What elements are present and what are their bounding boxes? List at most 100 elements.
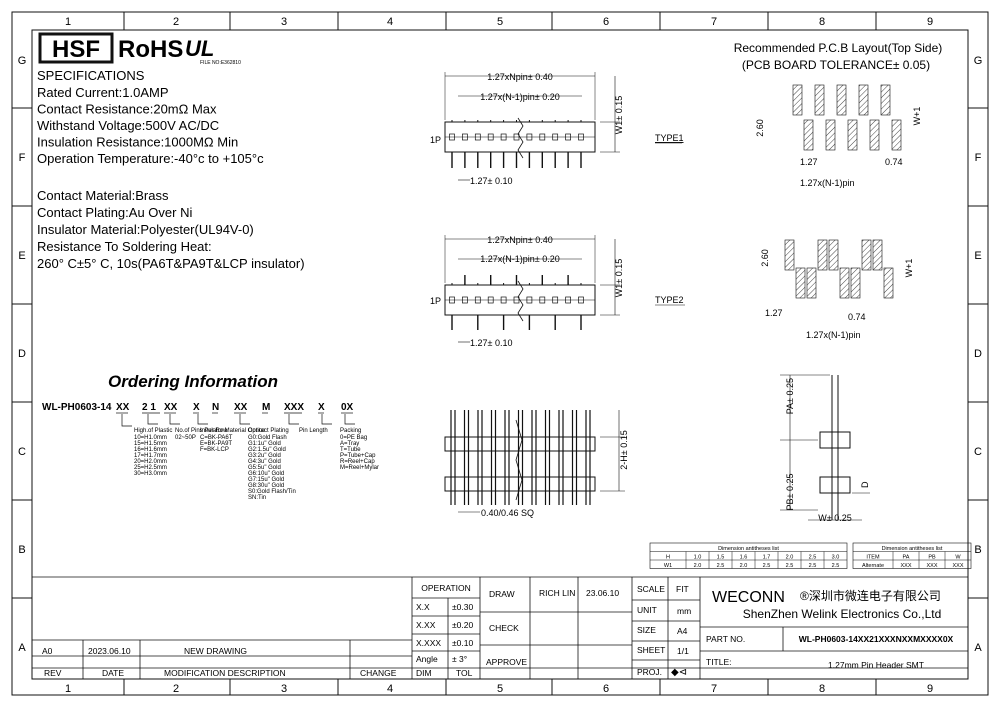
dim-table-cell: 2.5 [786, 563, 794, 569]
svg-text:RICH LIN: RICH LIN [539, 588, 575, 598]
hsf-logo: HSF [38, 32, 114, 64]
dim-table-cell: XXX [926, 563, 937, 569]
svg-text:1.27x(N-1)pin: 1.27x(N-1)pin [800, 178, 855, 188]
svg-text:0.74: 0.74 [848, 312, 866, 322]
svg-text:OPERATION: OPERATION [421, 583, 470, 593]
svg-text:APPROVE: APPROVE [486, 657, 527, 667]
svg-text:W+1: W+1 [912, 107, 922, 126]
svg-text:WL-PH0603-14XX21XXXNXXMXXXX0X: WL-PH0603-14XX21XXXNXXMXXXX0X [799, 634, 954, 644]
order-note-option: R=Reel+Cap [340, 459, 375, 465]
type1-pitch-total-dim: 1.27x(N-1)pin± 0.20 [480, 92, 559, 102]
grid-row-label-left: D [18, 348, 26, 360]
order-note-option: S0:Gold Flash/Tin [248, 489, 296, 495]
spec-line: Insulation Resistance:1000MΩ Min [37, 135, 238, 150]
dim-table-cell: H [666, 555, 670, 561]
dim-table-cell: 1.7 [763, 555, 771, 561]
grid-row-label-right: E [974, 250, 981, 262]
type2-w1-dim: W1± 0.15 [614, 259, 624, 297]
spec-line: Withstand Voltage:500V AC/DC [37, 118, 219, 133]
svg-text:FIT: FIT [676, 584, 689, 594]
grid-col-label-bottom: 9 [927, 683, 933, 695]
svg-text:X.XXX: X.XXX [416, 638, 441, 648]
svg-text:±0.20: ±0.20 [452, 620, 473, 630]
dim-table-cell: 3.0 [832, 555, 840, 561]
svg-text:DRAW: DRAW [489, 589, 515, 599]
spec-lines: Rated Current:1.0AMP Contact Resistance:2… [37, 85, 264, 166]
order-note-option: G5:5u" Gold [248, 465, 281, 471]
grid-row-label-left: B [18, 544, 25, 556]
order-note-title: No.of Pins Per Row [175, 428, 228, 434]
svg-text:W+1: W+1 [904, 259, 914, 278]
order-note-option: M=Reel+Mylar [340, 465, 379, 471]
inner-border [31, 29, 969, 680]
svg-text:± 3°: ± 3° [452, 654, 467, 664]
grid-row-label-left: G [18, 55, 27, 67]
grid-col-label-top: 1 [65, 16, 71, 28]
spec-line: Rated Current:1.0AMP [37, 85, 169, 100]
order-note-option: 0=PE Bag [340, 435, 367, 441]
svg-text:2023.06.10: 2023.06.10 [88, 646, 131, 656]
material-line: Contact Material:Brass [37, 188, 169, 203]
svg-text:23.06.10: 23.06.10 [586, 588, 619, 598]
grid-col-label-bottom: 5 [497, 683, 503, 695]
ordering-notes: High.of Plastic10=H1.0mm15=H1.5mm16=H1.6… [134, 428, 379, 501]
order-note-option: C=BK-PA6T [200, 435, 233, 441]
material-line: 260° C±5° C, 10s(PA6T&PA9T&LCP insulator… [37, 256, 305, 271]
dim-table-cell: 2.5 [832, 563, 840, 569]
end-w-dim: W± 0.25 [818, 513, 851, 523]
grid-col-label-bottom: 7 [711, 683, 717, 695]
dim-table-cell: 2.0 [786, 555, 794, 561]
dim-table-title: Dimension antitheses list [882, 546, 943, 552]
svg-text:1.27mm Pin Header SMT: 1.27mm Pin Header SMT [828, 660, 924, 670]
outer-border [11, 11, 989, 696]
dim-table-cell: 2.0 [740, 563, 748, 569]
order-note-option: A=Tray [340, 441, 359, 447]
order-note-option: 02~50P [175, 435, 196, 441]
end-pa-dim: PA± 0.25 [785, 378, 795, 414]
side-h-dim: 2-H± 0.15 [619, 430, 629, 469]
spec-line: Contact Resistance:20mΩ Max [37, 102, 217, 117]
svg-text:2.60: 2.60 [760, 249, 770, 267]
ordering-title: Ordering Information [108, 372, 278, 391]
order-note-option: 30=H3.0mm [134, 471, 167, 477]
svg-text:SIZE: SIZE [637, 625, 656, 635]
code-part: XX [234, 402, 248, 413]
type2-view: 1.27xNpin± 0.40 1.27x(N-1)pin± 0.20 W1± … [430, 235, 685, 348]
order-note-option: G1:1u" Gold [248, 441, 281, 447]
grid-col-label-bottom: 3 [281, 683, 287, 695]
grid-col-label-bottom: 1 [65, 683, 71, 695]
grid-row-label-left: A [18, 642, 26, 654]
ordering-code-prefix: WL-PH0603-14 [42, 402, 112, 413]
order-note-option: 15=H1.5mm [134, 441, 167, 447]
pcb-title: Recommended P.C.B Layout(Top Side) [734, 41, 943, 55]
svg-text:HSF: HSF [52, 36, 100, 63]
pcb-layout-type2 [784, 239, 894, 299]
type2-length-dim: 1.27xNpin± 0.40 [487, 235, 552, 245]
pcb-subtitle: (PCB BOARD TOLERANCE± 0.05) [742, 58, 930, 72]
svg-text:A4: A4 [677, 626, 688, 636]
svg-text:±0.10: ±0.10 [452, 638, 473, 648]
type1-pin1: 1P [430, 135, 441, 145]
svg-text:DATE: DATE [102, 668, 124, 678]
svg-text:UNIT: UNIT [637, 605, 657, 615]
end-d-dim: D [860, 481, 870, 488]
title-block-text: OPERATION X.X ±0.30 X.XX ±0.20 X.XXX ±0.… [42, 583, 954, 678]
dim-table-cell: W1 [664, 563, 672, 569]
svg-text:X.X: X.X [416, 602, 430, 612]
order-note-title: Pin Length [299, 428, 328, 434]
svg-text:1.27x(N-1)pin: 1.27x(N-1)pin [806, 330, 861, 340]
svg-text:A0: A0 [42, 646, 53, 656]
end-view: PA± 0.25 PB± 0.25 D W± 0.25 [780, 374, 870, 523]
pcb-dimensions: 2.60 1.27 0.74 1.27x(N-1)pin W+1 2.60 1.… [755, 107, 922, 340]
order-note-option: 25=H2.5mm [134, 465, 167, 471]
order-note-option: T=Tube [340, 447, 361, 453]
grid-row-label-left: E [18, 250, 25, 262]
svg-text:1/1: 1/1 [677, 646, 689, 656]
svg-text:NEW DRAWING: NEW DRAWING [184, 646, 247, 656]
svg-text:0.74: 0.74 [885, 157, 903, 167]
order-note-title: High.of Plastic [134, 428, 172, 434]
svg-text:CHECK: CHECK [489, 623, 519, 633]
code-part: M [262, 402, 270, 413]
grid-col-label-top: 3 [281, 16, 287, 28]
